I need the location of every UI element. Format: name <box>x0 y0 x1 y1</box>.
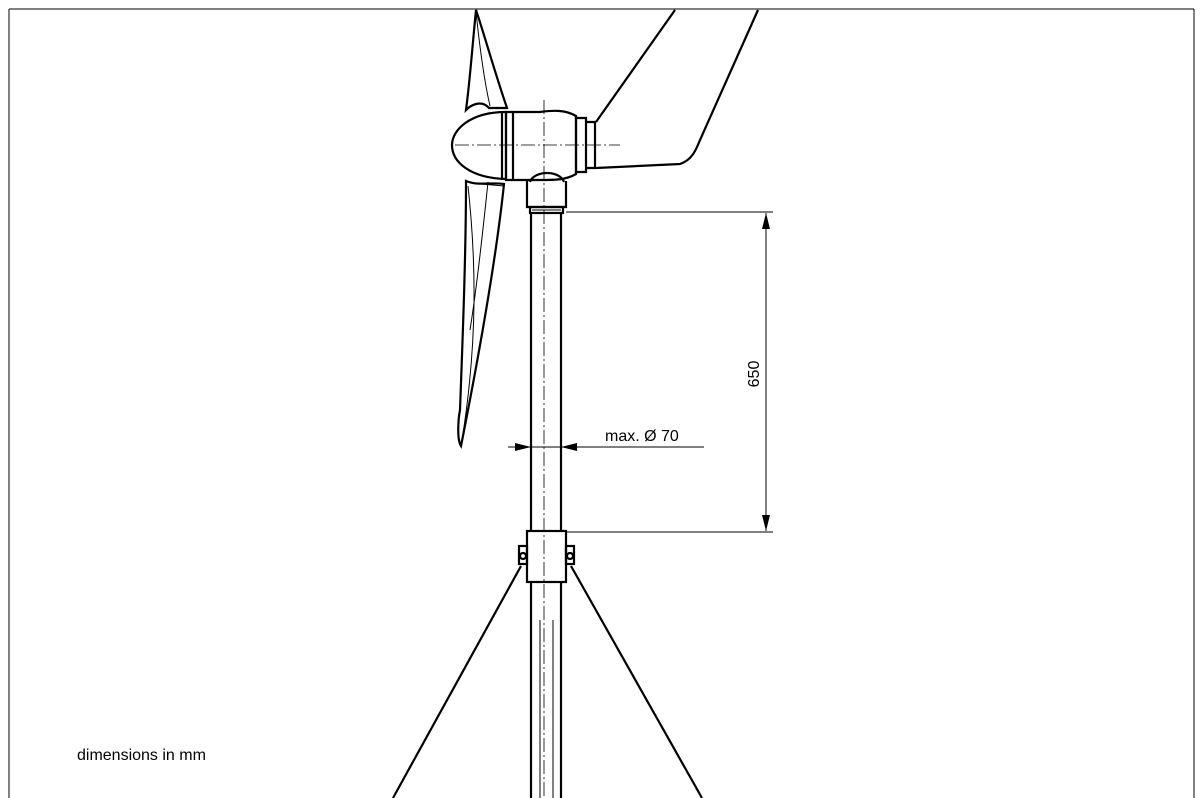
dimension-diameter <box>508 443 704 451</box>
dimension-height-label: 650 <box>746 361 763 388</box>
rotor-blade-upper <box>464 9 509 114</box>
mast-tube <box>529 213 563 798</box>
dimension-height <box>566 211 773 533</box>
guy-wires <box>392 565 703 798</box>
hub-body <box>504 109 597 182</box>
centre-lines <box>455 100 620 798</box>
dimension-diameter-label: max. Ø 70 <box>605 428 679 445</box>
tail-vane <box>595 9 760 170</box>
mast-clamp <box>517 529 576 584</box>
yaw-housing <box>525 171 568 215</box>
units-note: dimensions in mm <box>77 747 206 764</box>
spinner-nose <box>450 110 508 181</box>
sheet-frame <box>8 8 1195 798</box>
rotor-blade-lower <box>457 179 506 449</box>
